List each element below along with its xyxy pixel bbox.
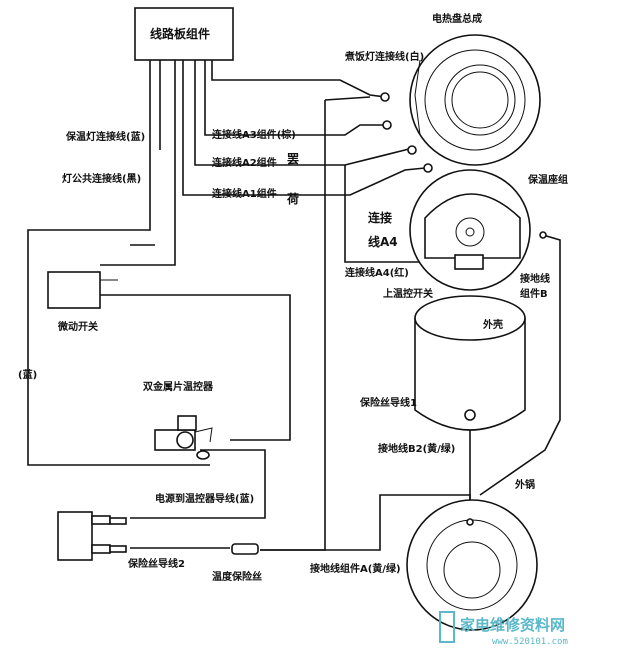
label-stray-b: 荷 [286, 191, 299, 206]
wire-a2-cont [283, 147, 413, 166]
wire-lamp-common [100, 60, 176, 266]
wire-center-top [324, 96, 371, 101]
label-circuit-board: 线路板组件 [150, 26, 210, 41]
label-lamp-common-wire: 灯公共连接线(黑) [62, 172, 141, 185]
wire-a3 [204, 60, 385, 136]
label-outer-pot: 外锅 [514, 478, 535, 491]
label-blue: (蓝) [18, 368, 37, 381]
label-fuse-wire-1: 保险丝导线1 [359, 396, 417, 409]
label-wire-a4-red: 连接线A4(红) [345, 266, 409, 279]
label-ground-b-1: 接地线 [520, 272, 550, 285]
micro-switch [47, 271, 101, 309]
label-connect-a4-2: 线A4 [368, 234, 398, 249]
labels: 线路板组件 电热盘总成 煮饭灯连接线(白) 连接线A3组件(棕) 连接线A2组件… [18, 12, 568, 583]
label-bimetal: 双金属片温控器 [143, 380, 214, 393]
label-warm-light-wire: 煮饭灯连接线(白) [344, 50, 424, 63]
label-ground-b2: 接地线B2(黄/绿) [378, 442, 455, 455]
label-shell: 外壳 [482, 318, 503, 331]
circuit-board [134, 7, 234, 61]
label-fuse-wire-2: 保险丝导线2 [127, 557, 185, 570]
wire-left-loop [27, 60, 210, 466]
label-connect-a4-1: 连接 [368, 210, 392, 225]
label-wire-a1: 连接线A1组件 [212, 187, 277, 200]
label-stray-a: 罢 [287, 151, 299, 166]
wire-ground-b [479, 234, 561, 496]
micro-switch-terminals [100, 279, 118, 296]
label-thermal-fuse: 温度保险丝 [212, 570, 262, 583]
wire-switch-right [100, 294, 291, 441]
outer-shell [414, 295, 526, 431]
wire-power-thermo [130, 449, 266, 519]
label-top-temp-switch: 上温控开关 [383, 287, 433, 300]
label-wire-a2: 连接线A2组件 [212, 156, 277, 169]
wire-a1 [182, 60, 283, 196]
label-keep-warm-base: 保温座组 [527, 173, 568, 186]
heating-plate [380, 34, 541, 173]
label-ground-b-2: 组件B [520, 287, 548, 300]
label-ground-a: 接地线组件A(黄/绿) [310, 562, 401, 575]
label-keep-warm-wire: 保温灯连接线(蓝) [65, 130, 145, 143]
outer-pot [406, 499, 538, 631]
label-wire-a3: 连接线A3组件(棕) [212, 128, 296, 141]
watermark-url: www.520101.com [492, 637, 568, 647]
watermark-text: 家电维修资料网 [460, 616, 565, 634]
watermark-logo-icon [439, 611, 455, 643]
wire-a1-cont [283, 167, 426, 196]
wire-a2 [194, 60, 283, 166]
wire-white [211, 60, 386, 98]
label-power-thermo-wire: 电源到温控器导线(蓝) [155, 492, 254, 505]
label-heating-plate: 电热盘总成 [432, 12, 482, 25]
power-plug [57, 511, 127, 561]
thermal-fuse [231, 543, 259, 555]
keep-warm-base [409, 169, 547, 291]
bimetal-thermostat [154, 415, 213, 460]
watermark: 家电维修资料网 www.520101.com [439, 611, 568, 647]
label-micro-switch: 微动开关 [57, 320, 98, 333]
